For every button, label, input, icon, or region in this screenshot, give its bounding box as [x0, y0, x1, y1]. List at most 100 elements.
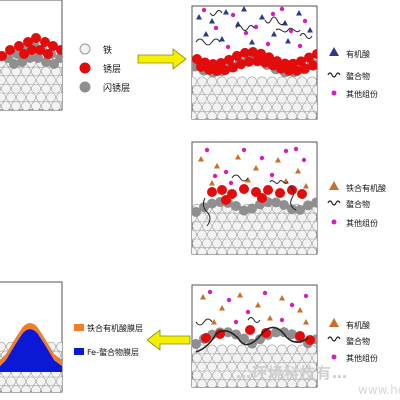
- flash-rust-particle: [17, 57, 27, 67]
- iron-atom: [227, 93, 237, 104]
- flash-rust-particle: [49, 59, 59, 69]
- iron-atom: [242, 353, 252, 363]
- iron-atom: [6, 376, 16, 387]
- rust-particle: [196, 61, 206, 72]
- organic-acid-marker: [253, 165, 259, 171]
- legend-reagents: 有机酸 螯合物 其他组份: [327, 47, 378, 99]
- iron-atom: [302, 370, 312, 381]
- other-component-marker: [243, 30, 249, 36]
- panel-initial: [0, 0, 63, 111]
- other-component-marker: [212, 173, 218, 179]
- iron-atom: [292, 353, 302, 363]
- other-component-marker: [262, 290, 268, 296]
- rust-particle: [308, 60, 317, 71]
- iron-atom: [297, 229, 307, 240]
- chelate-strand: [235, 25, 255, 31]
- legend-chelate-label-3: 螯合物: [346, 336, 370, 346]
- legend-main: 铁 锈层 闪锈层: [79, 43, 130, 94]
- iron-atom: [41, 83, 51, 94]
- flash-rust-particle: [207, 198, 217, 209]
- rust-particle: [40, 37, 50, 47]
- rust-particle: [43, 49, 53, 59]
- legend-chelate-swatch-3: [327, 336, 341, 342]
- iron-atom: [237, 247, 247, 254]
- iron-atom: [242, 370, 252, 381]
- other-component-marker: [245, 309, 251, 315]
- iron-atom: [307, 229, 317, 240]
- iron-atom: [61, 85, 62, 92]
- iron-atom: [31, 83, 41, 94]
- iron-atom: [257, 344, 267, 355]
- iron-atom: [247, 247, 257, 254]
- legend-flash-rust-swatch: [79, 81, 91, 93]
- iron-atom: [61, 387, 62, 392]
- iron-atom: [232, 353, 242, 363]
- legend-iron-label: 铁: [103, 44, 112, 56]
- iron-atom: [262, 221, 272, 231]
- iron-atom: [247, 76, 257, 87]
- iron-atom: [192, 221, 202, 231]
- iron-atom: [277, 229, 287, 240]
- iron-atom: [257, 361, 267, 372]
- organic-acid-marker: [297, 307, 303, 313]
- iron-atom: [197, 111, 207, 119]
- other-component-marker: [233, 319, 239, 325]
- iron-atom: [207, 229, 217, 240]
- iron-atom: [197, 93, 207, 104]
- organic-acid-marker: [219, 305, 225, 311]
- other-component-marker: [204, 147, 210, 153]
- iron-atom: [16, 92, 26, 103]
- chelate-strand: [299, 33, 313, 39]
- iron-atom: [292, 238, 302, 249]
- iron-atom: [217, 344, 227, 355]
- rust-particle: [260, 57, 270, 68]
- iron-atom: [317, 213, 326, 222]
- rust-particle: [236, 59, 246, 70]
- iron-atom: [217, 361, 227, 372]
- other-component-marker: [265, 41, 271, 47]
- organic-acid-marker: [237, 292, 243, 298]
- iron-atom: [252, 102, 262, 113]
- panel-final: [0, 281, 63, 393]
- iron-atom: [192, 76, 197, 87]
- other-component-marker: [301, 157, 307, 163]
- iron-atom: [36, 75, 46, 85]
- iron-atom: [307, 212, 317, 223]
- iron-atom: [287, 344, 297, 355]
- flash-rust-particle: [239, 333, 249, 344]
- iron-atom: [277, 76, 287, 87]
- rust-particle: [224, 54, 234, 65]
- flash-rust-particle: [287, 329, 297, 340]
- organic-acid-marker: [203, 31, 209, 37]
- iron-atom: [277, 93, 287, 104]
- iron-atom: [0, 85, 1, 92]
- iron-atom: [272, 238, 282, 249]
- rust-particle: [300, 63, 310, 74]
- iron-atom: [222, 238, 232, 249]
- flash-rust-particle: [231, 329, 241, 340]
- iron-atom: [207, 361, 217, 372]
- iron-atom: [51, 101, 61, 110]
- iron-organic-acid-film: [0, 323, 62, 366]
- organic-acid-marker: [285, 38, 291, 44]
- other-component-marker: [225, 44, 231, 50]
- flash-rust-particle: [9, 59, 19, 69]
- iron-atom: [287, 229, 297, 240]
- iron-atom: [257, 93, 267, 104]
- flash-rust-particle: [192, 339, 201, 349]
- other-component-marker: [269, 172, 275, 178]
- iron-atom: [51, 385, 61, 392]
- iron-atom: [197, 76, 207, 87]
- rust-particle: [19, 49, 29, 59]
- rust-particle: [201, 333, 211, 343]
- rust-particle: [192, 53, 202, 64]
- iron-atom: [192, 111, 197, 119]
- iron-atom: [312, 370, 317, 381]
- organic-acid-marker: [296, 10, 302, 16]
- flash-rust-particle: [279, 327, 289, 338]
- chelate-strand: [231, 174, 249, 182]
- iron-atom: [0, 352, 1, 359]
- chelate-film: [195, 326, 309, 353]
- iron-atom: [252, 353, 262, 363]
- iron-atom: [197, 247, 207, 254]
